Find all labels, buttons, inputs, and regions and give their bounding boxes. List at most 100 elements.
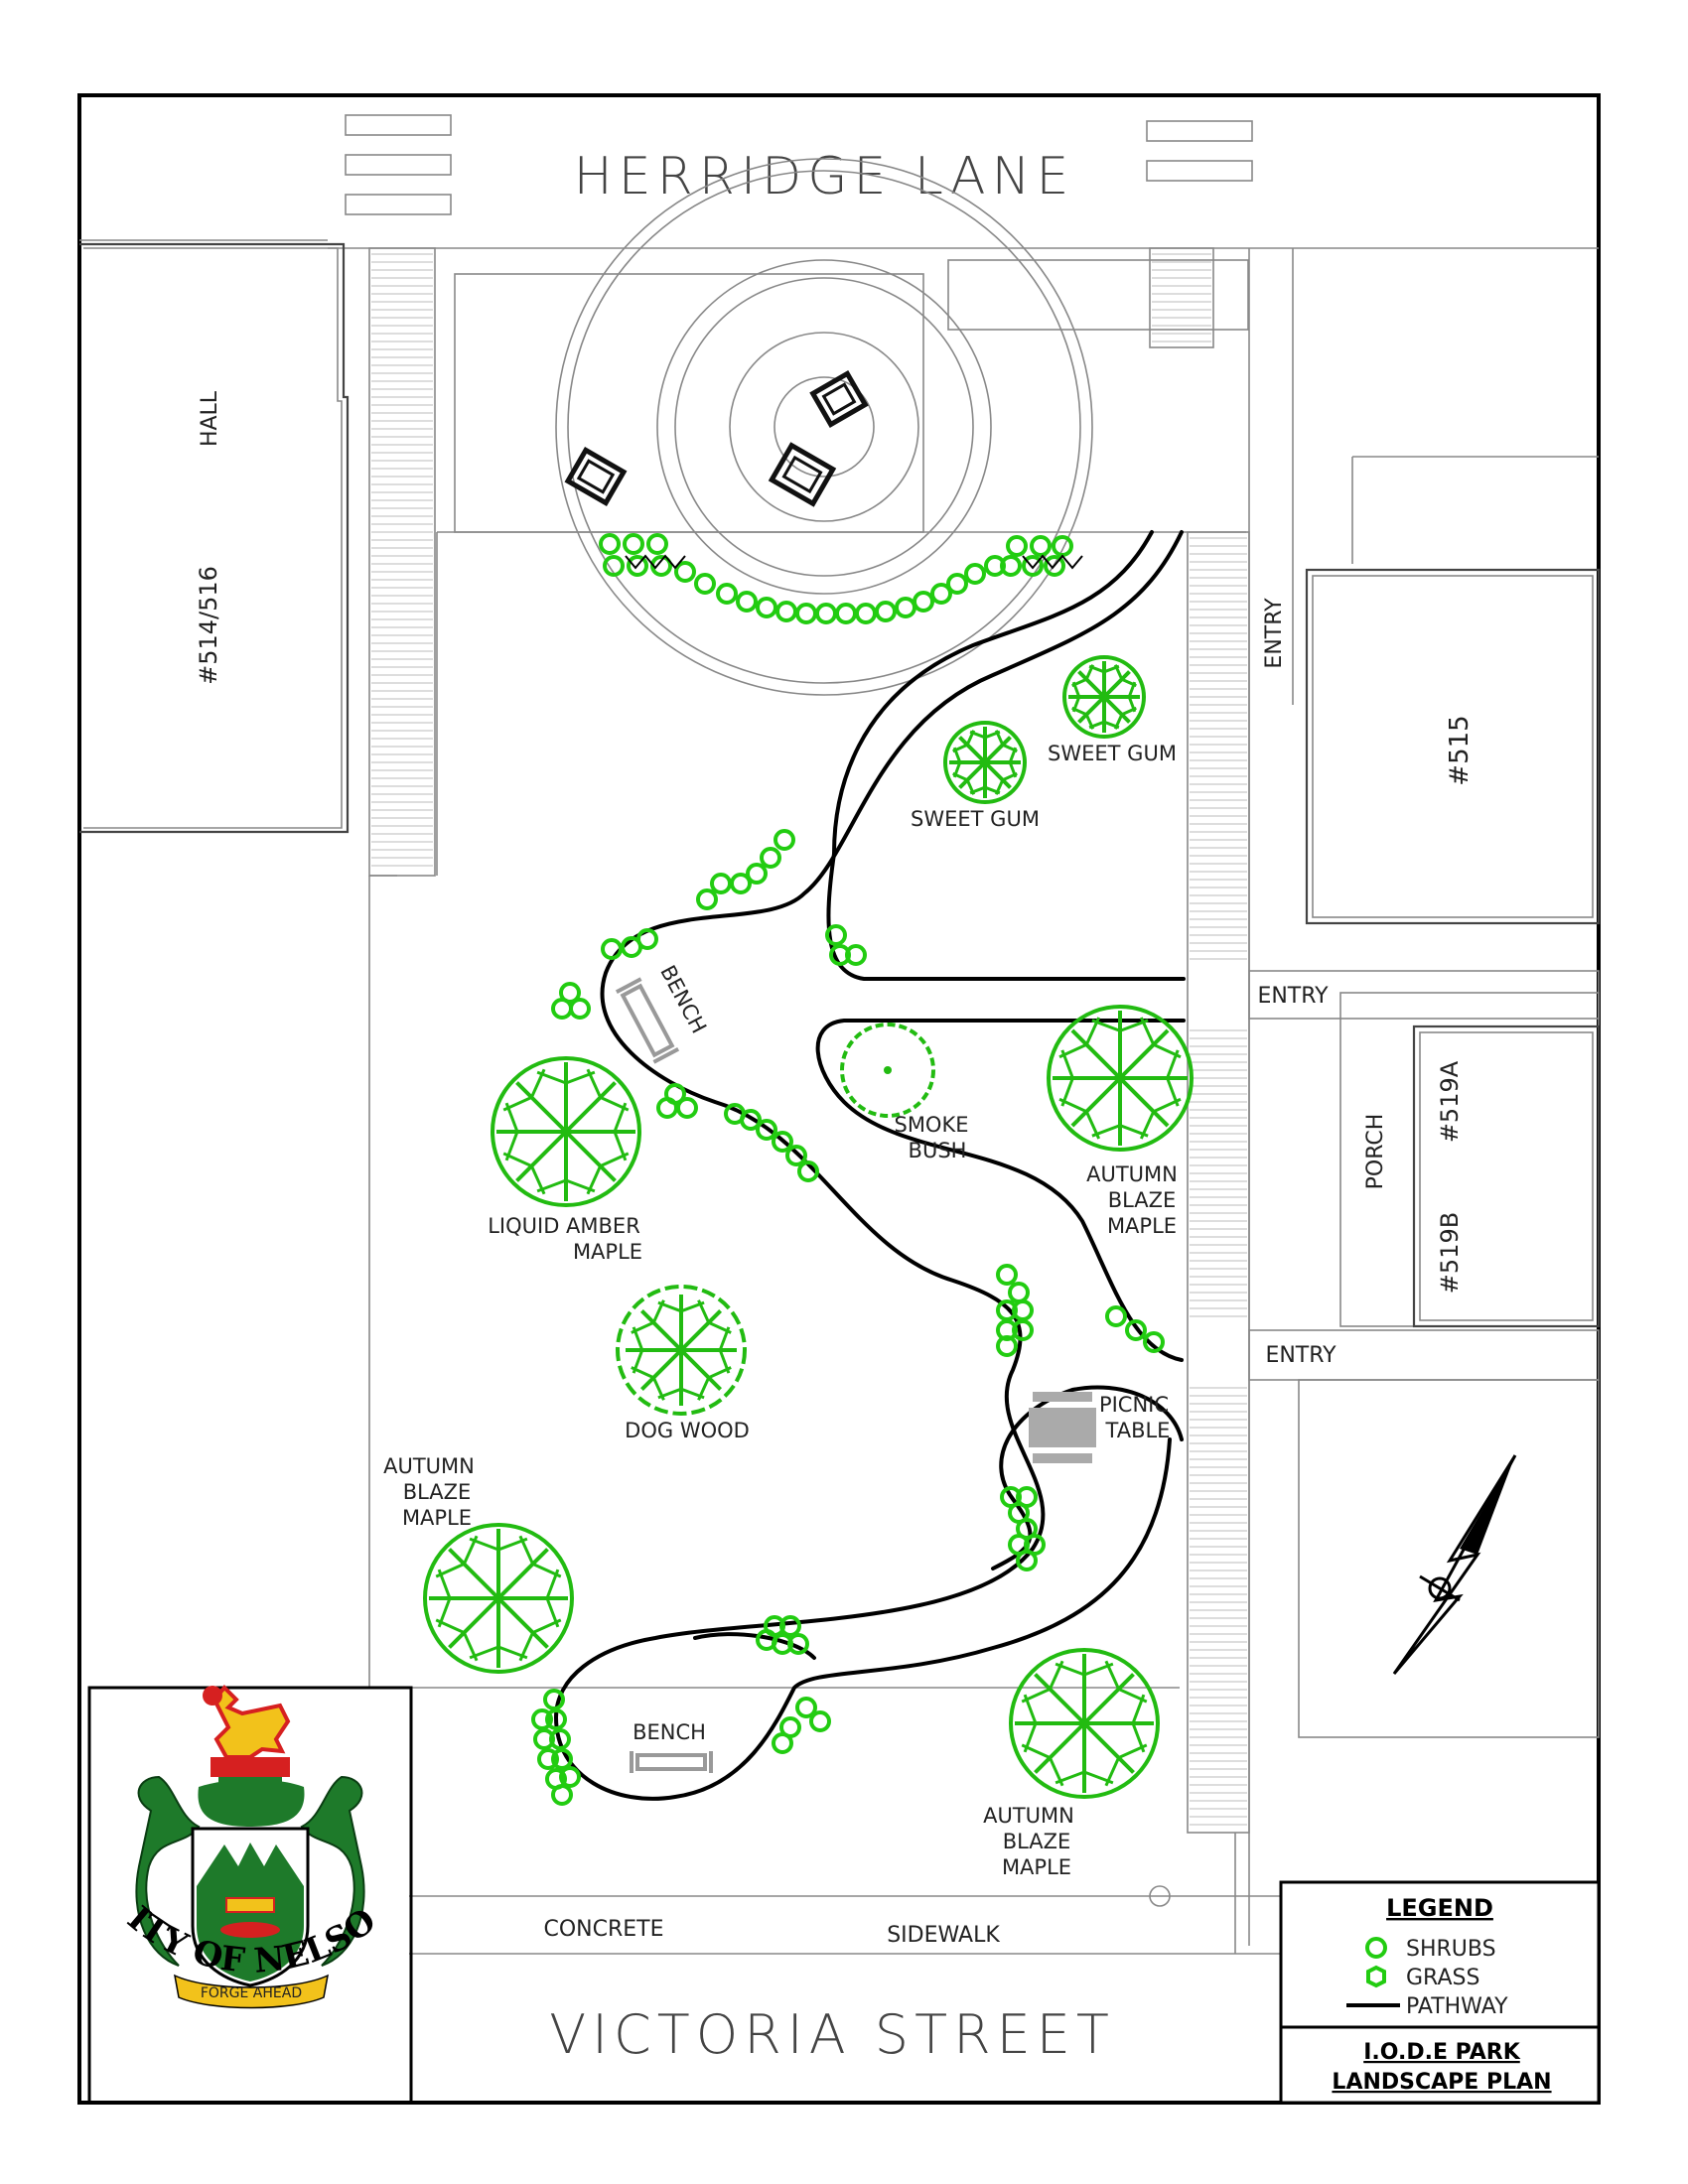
autumn-blaze-left-label-3: MAPLE (402, 1506, 472, 1530)
shrub-icon (551, 1784, 573, 1806)
shrub-icon (603, 555, 625, 577)
shrub-icon (772, 1131, 793, 1153)
legend-pathway: PATHWAY (1406, 1994, 1508, 2019)
entry-walks (1248, 248, 1600, 1946)
title-block: I.O.D.E PARK LANDSCAPE PLAN (1279, 2025, 1601, 2105)
shrub-icon (1052, 535, 1073, 557)
shrub-icon (549, 1728, 571, 1750)
shrub-icon (772, 1732, 793, 1754)
shrub-icon (676, 1097, 698, 1119)
shrub-icon (736, 591, 758, 613)
left-stairs (368, 247, 436, 877)
smoke-bush-label-1: SMOKE (894, 1113, 968, 1137)
sidewalk-left-label: CONCRETE (543, 1917, 663, 1942)
shrub-icon (543, 1689, 565, 1710)
picnic-table (1029, 1392, 1096, 1463)
dog-wood-label: DOG WOOD (625, 1419, 750, 1442)
crosswalk-left (345, 114, 452, 215)
bench-upper-label: BENCH (655, 961, 711, 1036)
plaza-seat-3 (809, 369, 869, 429)
grass-icon (625, 554, 686, 570)
shrub-icon (623, 533, 644, 555)
shrub-icon (627, 555, 648, 577)
tree-autumn-blaze-bottom (1009, 1648, 1160, 1799)
shrub-icon (795, 1697, 817, 1718)
city-of-nelson-logo: FORGE AHEAD CITY OF NELSON (0, 0, 413, 2105)
autumn-blaze-bottom-label-3: MAPLE (1002, 1855, 1071, 1879)
shrub-icon (1143, 1331, 1165, 1353)
bench-lower-label: BENCH (633, 1720, 706, 1744)
shrub-icon (815, 603, 837, 624)
shrub-icon (785, 1145, 807, 1166)
entry-label-3: ENTRY (1265, 1343, 1336, 1368)
entry-label-2: ENTRY (1257, 984, 1329, 1009)
park-boundary (368, 876, 1180, 1689)
shrub-icon (559, 1766, 581, 1788)
shrub-icon (674, 561, 696, 583)
shrub-icon (756, 597, 777, 618)
shrub-icon (835, 603, 857, 624)
grass-icon (1022, 554, 1083, 570)
legend-title: LEGEND (1386, 1894, 1493, 1922)
plaza-seat-2 (768, 442, 837, 507)
shrub-icon (946, 573, 968, 595)
tree-branches (949, 727, 1021, 798)
herridge-lane: HERRIDGE LANE (79, 114, 1599, 249)
shrub-icon (774, 829, 795, 851)
title-line-2: LANDSCAPE PLAN (1332, 2070, 1551, 2095)
hall-label: HALL (198, 390, 222, 447)
shrub-icon (716, 583, 738, 605)
shrub-icon (545, 1708, 567, 1730)
shrub-icon (760, 847, 781, 869)
sweet-gum-2-label: SWEET GUM (911, 807, 1040, 831)
victoria-street-label: VICTORIA STREET (549, 2003, 1115, 2066)
shrub-icon (845, 944, 867, 966)
autumn-blaze-right-label-2: BLAZE (1108, 1188, 1177, 1212)
bench-upper (615, 977, 680, 1064)
legend-grass: GRASS (1406, 1966, 1479, 1990)
shrub-icon (601, 938, 623, 960)
autumn-blaze-left-label-2: BLAZE (403, 1480, 472, 1504)
building-514-516-label: #514/516 (195, 566, 222, 685)
shrub-icon (1125, 1319, 1147, 1341)
building-519b-label: #519B (1436, 1212, 1464, 1294)
shrub-icon (740, 1109, 762, 1131)
shrub-icon (809, 1710, 831, 1732)
sidewalk-right-label: SIDEWALK (887, 1923, 1000, 1948)
shrub-icon (1016, 1550, 1038, 1571)
shrub-icon (913, 591, 934, 613)
bench-lower (630, 1751, 713, 1773)
shrub-icon (696, 888, 718, 910)
shrub-icon (656, 1097, 678, 1119)
shrub-icon (621, 936, 642, 958)
picnic-label-1: PICNIC (1099, 1393, 1169, 1417)
picnic-label-2: TABLE (1105, 1419, 1171, 1442)
right-stairs (1149, 247, 1250, 1834)
legend-shrubs: SHRUBS (1406, 1937, 1496, 1962)
tree-autumn-blaze-right (1047, 1005, 1194, 1152)
shrub-icon (1008, 1282, 1030, 1303)
title-line-1: I.O.D.E PARK (1363, 2040, 1520, 2065)
shrub-icon (730, 873, 752, 894)
tree-dog-wood (616, 1285, 747, 1416)
tree-smoke-bush (840, 1023, 935, 1118)
circular-plaza (437, 158, 1249, 696)
porch-label: PORCH (1363, 1114, 1388, 1190)
tree-branches (1015, 1654, 1154, 1793)
tree-sweet-gum-2 (943, 721, 1027, 804)
liquid-amber-label-2: MAPLE (573, 1240, 642, 1264)
victoria-street: CONCRETE SIDEWALK VICTORIA STREET (409, 1833, 1283, 2066)
building-515-label: #515 (1445, 715, 1475, 785)
plaza-seat-1 (564, 446, 628, 507)
shrub-icon (599, 533, 621, 555)
shrub-icon (825, 924, 847, 946)
shrub-icon (1022, 555, 1044, 577)
logo-motto: FORGE AHEAD (201, 1985, 302, 2001)
shrub-icon (875, 601, 897, 622)
shrub-icon (710, 873, 732, 894)
tree-branches (626, 1295, 737, 1406)
autumn-blaze-bottom-label-2: BLAZE (1003, 1830, 1071, 1853)
sweet-gum-1-label: SWEET GUM (1048, 742, 1177, 765)
shrub-icon (1105, 1305, 1127, 1327)
shrub-icon (537, 1748, 559, 1770)
